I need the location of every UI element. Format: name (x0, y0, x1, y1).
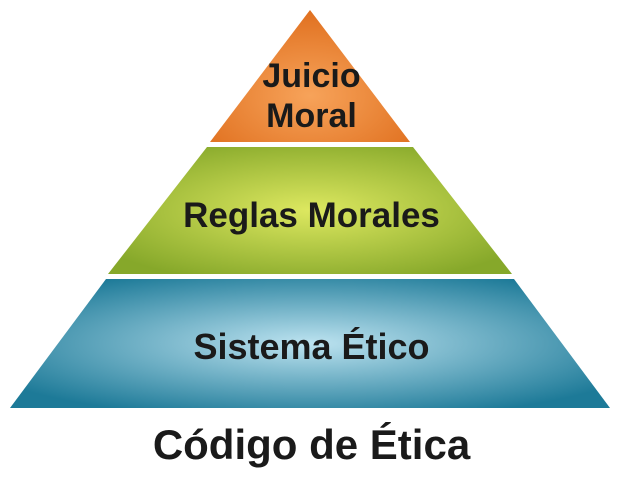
tier-label-top-line1: Juicio (262, 57, 361, 95)
tier-label-juicio-moral: Juicio Moral (0, 56, 623, 136)
pyramid-tier-bottom (10, 279, 610, 408)
tier-label-reglas-morales: Reglas Morales (183, 196, 440, 235)
diagram-caption: Código de Ética (152, 421, 471, 468)
tier-label-sistema-etico: Sistema Ético (193, 326, 430, 367)
pyramid-tier-top (210, 10, 410, 142)
tier-label-top-line2: Moral (266, 97, 357, 135)
pyramid-tier-middle (108, 147, 512, 274)
